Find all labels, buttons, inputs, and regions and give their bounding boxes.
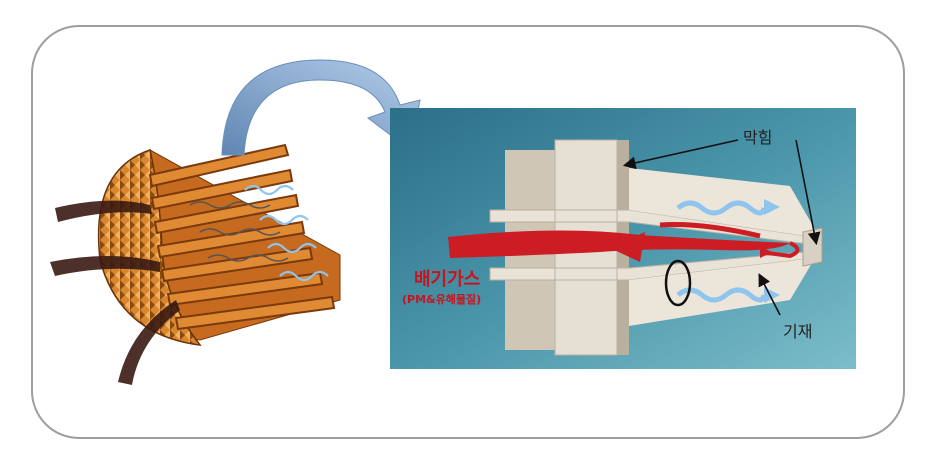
filter-cylinder — [50, 145, 340, 385]
blocking-label: 막힘 — [743, 124, 772, 148]
exhaust-gas-label: 배기가스 — [414, 265, 480, 291]
exhaust-gas-sublabel: (PM&유해물질) — [402, 291, 481, 307]
substrate-label: 기재 — [783, 318, 812, 342]
